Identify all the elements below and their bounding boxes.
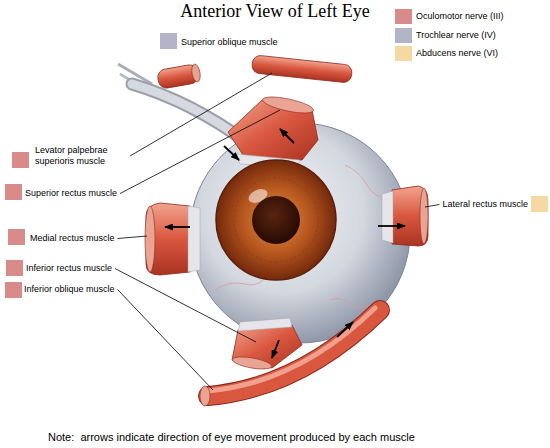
leader-line — [118, 290, 213, 391]
leader-line — [130, 73, 272, 156]
movement-arrow — [272, 340, 279, 358]
muscle-cut-end — [231, 355, 272, 372]
lateral-rectus-muscle — [392, 186, 428, 246]
nerve-swatch — [6, 260, 23, 276]
movement-arrow — [224, 146, 239, 160]
nerve-swatch — [531, 196, 548, 212]
legend-text: Trochlear nerve (IV) — [416, 30, 496, 41]
muscle-cut-end — [190, 63, 201, 82]
muscle-cut-end — [420, 188, 428, 244]
blood-vessel — [330, 299, 368, 308]
leader-line — [115, 269, 256, 343]
muscle-cut-end — [200, 386, 210, 406]
diagram-note: Note: arrows indicate direction of eye m… — [48, 431, 415, 444]
movement-arrow — [165, 226, 190, 228]
legend-swatch — [395, 46, 412, 61]
nerve-swatch — [5, 282, 22, 298]
muscle-label: Inferior oblique muscle — [24, 284, 115, 295]
iris — [216, 160, 336, 280]
leader-line — [118, 236, 147, 239]
muscle-label: Medial rectus muscle — [30, 233, 115, 244]
medial-rectus-muscle — [146, 203, 190, 275]
legend-swatch — [395, 28, 412, 43]
leader-line — [120, 110, 280, 194]
iris-pattern — [234, 178, 318, 262]
muscle-cut-end — [145, 206, 155, 272]
muscle-label: Superior oblique muscle — [181, 37, 278, 48]
muscle-label: Levator palpebrae superioris muscle — [35, 145, 127, 167]
levator-muscle — [251, 55, 352, 83]
muscle-shading — [208, 308, 375, 391]
nerve-swatch — [160, 33, 177, 49]
movement-arrow — [280, 129, 294, 143]
eye-highlight — [246, 186, 269, 205]
legend-text: Oculomotor nerve (III) — [416, 11, 504, 22]
muscle-cut-end — [261, 94, 314, 117]
inferior-oblique-muscle — [208, 310, 380, 396]
nerve-swatch — [8, 229, 25, 245]
movement-arrow — [378, 225, 405, 227]
tendon-insertion — [238, 318, 292, 331]
movement-arrow — [337, 322, 353, 337]
leader-line — [425, 205, 439, 208]
legend-swatch — [395, 9, 412, 24]
tendon-insertion — [382, 191, 393, 243]
leader-lines — [115, 73, 439, 390]
nerve-swatch — [5, 184, 22, 200]
muscle-label: Superior rectus muscle — [25, 188, 117, 199]
muscle-label: Inferior rectus muscle — [26, 263, 112, 274]
blood-vessel — [215, 280, 263, 290]
nerve-swatch — [12, 152, 29, 168]
pupil — [252, 196, 300, 244]
muscle-label: Lateral rectus muscle — [442, 199, 528, 210]
tendon-insertion — [188, 206, 200, 272]
legend-text: Abducens nerve (VI) — [416, 48, 498, 59]
inferior-oblique-muscle — [208, 310, 380, 396]
blood-vessel — [345, 165, 381, 197]
